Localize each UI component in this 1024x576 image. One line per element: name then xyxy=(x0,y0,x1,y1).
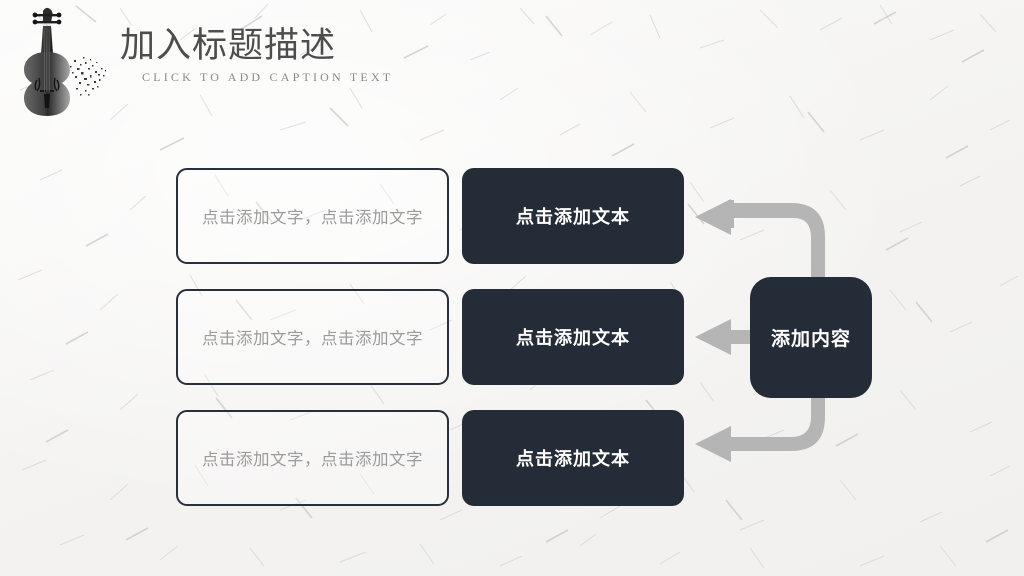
dark-box-label-3: 点击添加文本 xyxy=(516,449,630,469)
outline-box-2[interactable]: 点击添加文字，点击添加文字 xyxy=(176,289,449,385)
outline-box-label-1: 点击添加文字，点击添加文字 xyxy=(202,209,423,227)
violin-icon xyxy=(24,7,106,116)
header-text-block: 加入标题描述 CLICK TO ADD CAPTION TEXT xyxy=(120,24,393,85)
outline-box-label-3: 点击添加文字，点击添加文字 xyxy=(202,451,423,469)
outline-box-label-2: 点击添加文字，点击添加文字 xyxy=(202,330,423,348)
dark-box-label-1: 点击添加文本 xyxy=(516,207,630,227)
outline-box-1[interactable]: 点击添加文字，点击添加文字 xyxy=(176,168,449,264)
page-subtitle: CLICK TO ADD CAPTION TEXT xyxy=(142,70,394,84)
center-node[interactable]: 添加内容 xyxy=(750,277,872,398)
dark-box-label-2: 点击添加文本 xyxy=(516,328,630,348)
dark-box-1[interactable]: 点击添加文本 xyxy=(462,168,684,264)
outline-box-3[interactable]: 点击添加文字，点击添加文字 xyxy=(176,410,449,506)
dark-box-3[interactable]: 点击添加文本 xyxy=(462,410,684,506)
page-title: 加入标题描述 xyxy=(120,26,337,65)
dark-box-2[interactable]: 点击添加文本 xyxy=(462,289,684,385)
center-node-label: 添加内容 xyxy=(770,329,851,350)
